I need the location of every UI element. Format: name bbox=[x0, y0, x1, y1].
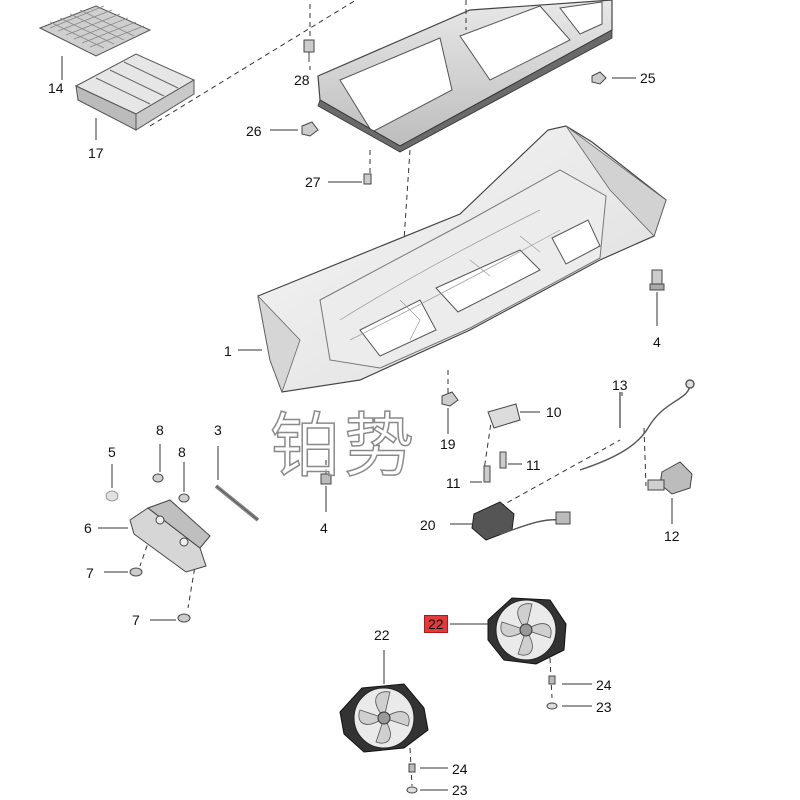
motor-12 bbox=[647, 461, 693, 524]
callout-8-left: 8 bbox=[156, 422, 164, 438]
watermark: 铂势 bbox=[269, 404, 418, 488]
callout-4-lower: 4 bbox=[320, 520, 328, 536]
callout-1: 1 bbox=[224, 343, 232, 359]
part-17-bracket bbox=[74, 53, 196, 140]
leader-lines bbox=[270, 66, 636, 396]
cable-13 bbox=[579, 379, 695, 471]
part-1-spoiler bbox=[238, 125, 667, 394]
fan-22-lower bbox=[339, 650, 429, 753]
trim-frame bbox=[317, 0, 613, 153]
part-14-grille bbox=[38, 5, 152, 80]
callout-19: 19 bbox=[440, 436, 456, 452]
bracket-10 bbox=[487, 403, 540, 429]
callout-20: 20 bbox=[420, 517, 436, 533]
fastener-28 bbox=[303, 39, 315, 62]
callout-14: 14 bbox=[48, 80, 64, 96]
screw-27 bbox=[363, 173, 372, 185]
nut-25 bbox=[591, 71, 607, 85]
callout-11-left: 11 bbox=[446, 475, 461, 491]
callout-12: 12 bbox=[664, 528, 680, 544]
callout-6: 6 bbox=[84, 520, 92, 536]
callout-5: 5 bbox=[108, 444, 116, 460]
callout-22: 22 bbox=[374, 627, 390, 643]
callout-4-upper: 4 bbox=[653, 334, 661, 350]
callout-17: 17 bbox=[88, 145, 104, 161]
washers-23-24 bbox=[406, 675, 592, 794]
callout-26: 26 bbox=[246, 123, 262, 139]
callout-7-upper: 7 bbox=[86, 565, 94, 581]
callout-24-upper: 24 bbox=[596, 677, 612, 693]
callout-23-lower: 23 bbox=[452, 782, 468, 798]
module-20 bbox=[450, 501, 571, 541]
callout-3: 3 bbox=[214, 422, 222, 438]
bolt-4-upper bbox=[649, 269, 665, 326]
callout-27: 27 bbox=[305, 174, 321, 190]
callout-8-right: 8 bbox=[178, 444, 186, 460]
nuts-7 bbox=[104, 567, 191, 623]
callout-13: 13 bbox=[612, 377, 628, 393]
callout-24-lower: 24 bbox=[452, 761, 468, 777]
screws-11 bbox=[470, 451, 522, 483]
nut-19 bbox=[441, 391, 459, 434]
callout-23-upper: 23 bbox=[596, 699, 612, 715]
nut-26 bbox=[301, 121, 319, 137]
callout-25: 25 bbox=[640, 70, 656, 86]
callout-10: 10 bbox=[546, 404, 562, 420]
callout-11-right: 11 bbox=[526, 457, 541, 473]
strut-3 bbox=[214, 446, 260, 522]
hinge-6 bbox=[98, 499, 211, 573]
callout-7-lower: 7 bbox=[132, 612, 140, 628]
callout-28: 28 bbox=[294, 72, 310, 88]
fan-22-upper bbox=[450, 597, 567, 665]
callout-22-highlighted: 22 bbox=[424, 615, 448, 633]
bolt-4-lower bbox=[320, 473, 332, 512]
grommets-5-8 bbox=[105, 444, 190, 503]
